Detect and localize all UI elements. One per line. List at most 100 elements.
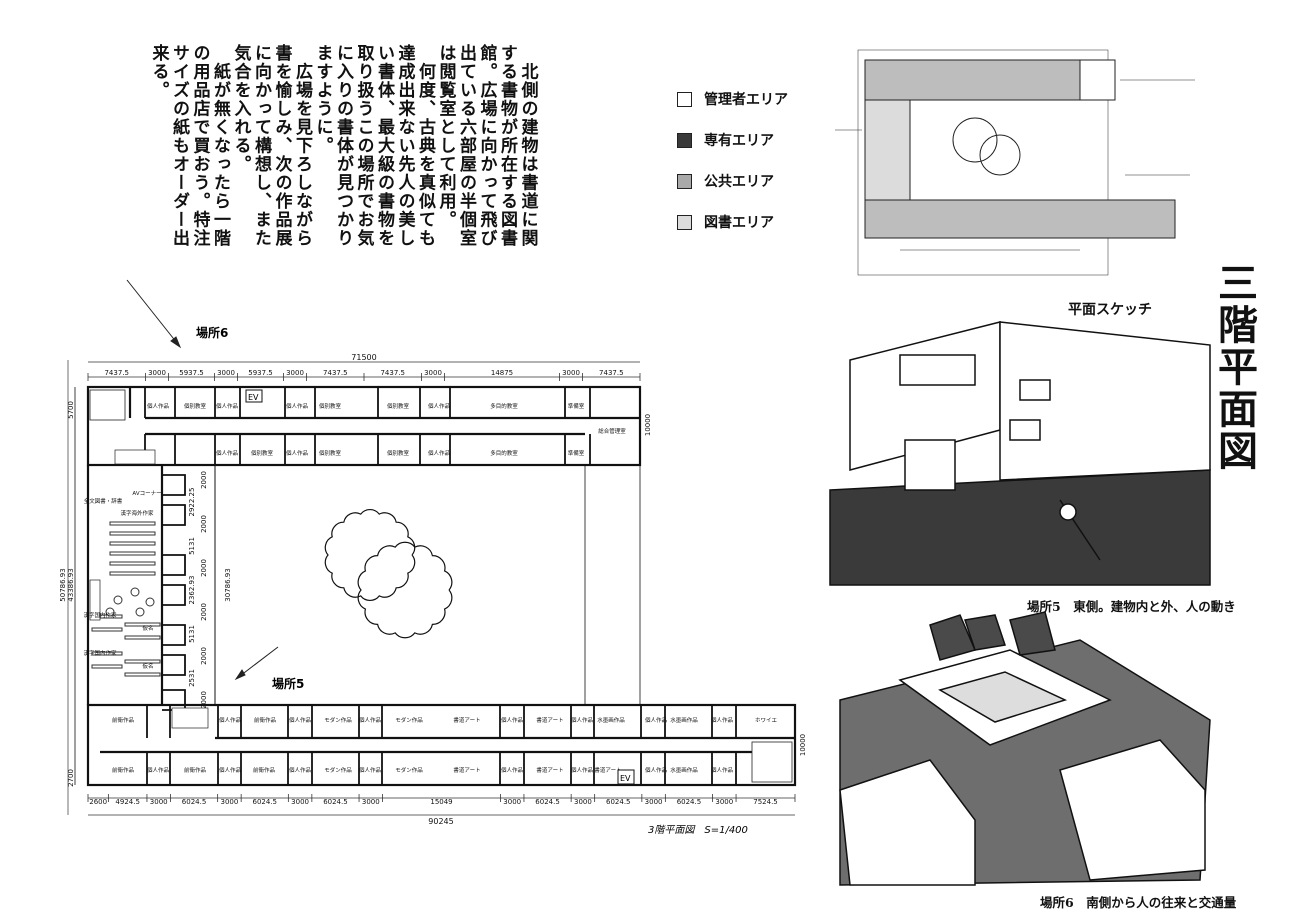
dimension-label: 7437.5 [104, 369, 129, 377]
walls [67, 360, 797, 815]
legend-label: 図書エリア [704, 215, 774, 231]
dimension-label: 6024.5 [182, 798, 207, 806]
dimension-label: 5700 [67, 401, 75, 419]
room-partitions [144, 387, 737, 785]
room-label: 個人作品 [645, 716, 668, 724]
room-label: AVコーナー [132, 490, 161, 497]
elevator-box [245, 389, 263, 403]
elevator-box [617, 769, 635, 785]
room-label: 前衛作品 [112, 716, 135, 724]
room-label: 個人作品 [428, 449, 451, 457]
dimension-label: 6024.5 [535, 798, 560, 806]
essay-line: 書を愉しみ、次の作品展 [271, 44, 292, 248]
dimension-label: 7437.5 [323, 369, 348, 377]
room-label: 仮名 [142, 624, 153, 632]
room-label: 漢字国内作家 [83, 649, 117, 657]
room-label: 個人作品 [501, 766, 524, 774]
dimension-label: 2600 [89, 798, 107, 806]
room-label: 個人作品 [147, 402, 170, 410]
dimension-label: 50786.93 [59, 568, 67, 601]
dimension-label: 7437.5 [380, 369, 405, 377]
essay-line: 広場を見下ろしながら [292, 44, 312, 248]
essay-line: 紙が無くなったら一階 [210, 44, 230, 248]
plan-scale-caption: 3階平面図 S=1/400 [648, 824, 748, 836]
dimension-label: 3000 [217, 369, 235, 377]
room-label: 個人作品 [216, 402, 239, 410]
book-shelves [91, 521, 161, 677]
room-label: 前衛作品 [253, 766, 276, 774]
room-label: 個人作品 [216, 449, 239, 457]
place5-sketch-image [829, 321, 1211, 586]
essay-line: 出ている六部屋の半個室 [456, 44, 476, 248]
room-label: 個人作品 [219, 716, 242, 724]
dimension-label: 3000 [148, 369, 166, 377]
room-label: 漢字国内作家 [83, 611, 117, 619]
place6-sketch-image [839, 611, 1211, 886]
room-label-admin: 総合管理室 [598, 427, 626, 435]
dimension-label: 3000 [562, 369, 580, 377]
restroom-icon [89, 389, 793, 783]
dimension-label: 6024.5 [606, 798, 631, 806]
essay-line: する書物が所在する図書 [497, 44, 517, 248]
room-label: モダン作品 [324, 716, 352, 724]
room-label: 個人作品 [286, 402, 309, 410]
dimension-label: 3000 [503, 798, 521, 806]
room-label: 多目的教室 [490, 402, 518, 410]
room-label: 前衛作品 [184, 766, 207, 774]
page-title: 三階平面図 [1211, 262, 1258, 472]
dimension-label: 14875 [491, 369, 513, 377]
place6-caption: 場所6 南側から人の往来と交通量 [1040, 895, 1237, 910]
legend-label: 管理者エリア [704, 92, 788, 108]
room-label: 個人作品 [711, 766, 734, 774]
room-label: 全文図書・辞書 [84, 497, 123, 505]
room-label: モダン作品 [395, 716, 423, 724]
room-label: 個人作品 [571, 716, 594, 724]
dimension-label: 3000 [715, 798, 733, 806]
dimension-label: 2000 [200, 691, 208, 709]
room-label: 書道アート [536, 716, 563, 724]
room-label: 書道アート [453, 716, 480, 724]
room-label: 個人作品 [286, 449, 309, 457]
room-label: 水墨画作品 [670, 716, 698, 724]
dimension-label: 10000 [644, 414, 652, 436]
description-text: 北側の建物は書道に関する書物が所在する図書館。広場に向かって飛び出ている六部屋の… [148, 44, 538, 274]
legend-swatch [677, 214, 692, 230]
dimension-label: 2362.93 [188, 576, 196, 605]
dimension-label: 5131 [188, 537, 196, 555]
plan-sketch-image [835, 49, 1195, 276]
essay-line: 館。広場に向かって飛び [476, 44, 497, 248]
room-label: 個人作品 [359, 766, 382, 774]
elevator-label: EV [248, 393, 259, 402]
legend-swatch [677, 173, 692, 189]
dimension-label: 3000 [291, 798, 309, 806]
room-label: 個人作品 [645, 766, 668, 774]
legend-label: 公共エリア [704, 174, 774, 190]
room-label: モダン作品 [324, 766, 352, 774]
room-label: 個人作品 [711, 716, 734, 724]
elevator-label: EV [620, 774, 631, 783]
place5-caption: 場所5 東側。建物内と外、人の動き [1027, 599, 1236, 614]
room-label: 前衛作品 [112, 766, 135, 774]
room-label: 個人作品 [219, 766, 242, 774]
dimension-label: 3000 [424, 369, 442, 377]
room-label: 書道アート [594, 766, 621, 774]
legend-item: 図書エリア [677, 212, 774, 232]
essay-line: 何度、古典を真似ても [415, 44, 435, 248]
dimension-label: 2000 [200, 603, 208, 621]
room-label: 個人作品 [289, 716, 312, 724]
essay-line: 気合を入れる。 [230, 44, 251, 174]
essay-line: 取り扱うこの場所でお気 [353, 44, 374, 248]
legend-item: 管理者エリア [677, 89, 788, 109]
room-label: 仮名 [142, 662, 153, 670]
legend-item: 公共エリア [677, 171, 774, 191]
legend-swatch [677, 91, 692, 107]
legend-item: 専有エリア [677, 130, 774, 150]
dimension-label: 10000 [799, 734, 807, 756]
legend-swatch [677, 132, 692, 148]
room-label: 水墨画作品 [670, 766, 698, 774]
room-label: モダン作品 [395, 766, 423, 774]
dimension-label: 2700 [67, 769, 75, 787]
dimension-label: 3000 [286, 369, 304, 377]
